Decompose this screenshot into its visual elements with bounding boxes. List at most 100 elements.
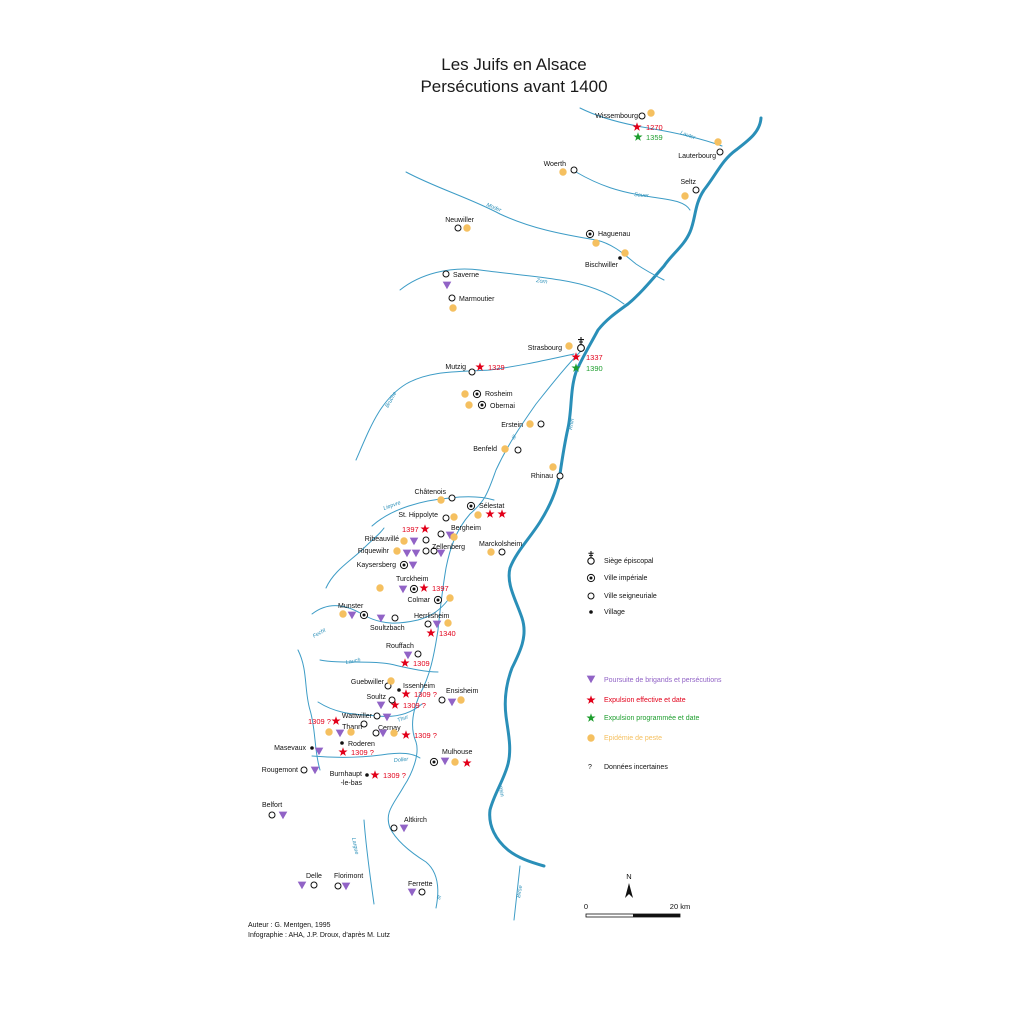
expulsion-symbol-burnhaupt [370,770,380,779]
legend-seigneuriale: Ville seigneuriale [587,592,657,600]
city-label-neuwiller: Neuwiller [445,217,474,224]
city-label-mutzig: Mutzig [445,364,466,371]
city-marker-soultz [388,696,396,704]
city-marker-altkirch [390,824,398,832]
city-marker-saverne [442,270,450,278]
city-marker-ensisheim [438,696,446,704]
city-label-masevaux: Masevaux [274,745,306,752]
city-marker-mulhouse [429,757,439,767]
credits: Auteur : G. Mentgen, 1995 Infographie : … [248,922,391,939]
city-marker-issenheim [397,688,401,692]
plague-symbol-thann [347,728,355,736]
river-moder [405,171,665,281]
plague-symbol-herrlisheim [444,619,452,627]
pogrom-symbol-rougemont [310,766,320,775]
plague-symbol-colmar [446,594,454,602]
legend-label-episcopal: Siège épiscopal [604,558,654,565]
plague-symbol-bergheim [450,533,458,541]
planned-expulsion-symbol-wissembourg [633,132,643,141]
date-label-wissembourg-expulsion: 1270 [646,123,663,132]
city-label-saverne: Saverne [453,272,479,279]
city-label-rosheim: Rosheim [485,391,513,398]
legend-label-imperiale: Ville impériale [604,575,648,582]
pogrom-symbol-zellenberg [436,549,446,558]
city-marker-munster [359,610,369,620]
date-label-roderen: 1309 ? [351,748,374,757]
legend-label-plague: Epidémie de peste [604,735,662,742]
city-marker-rouffach [414,650,422,658]
date-label-soultz: 1309 ? [403,701,426,710]
city-label-soultz: Soultz [367,694,387,701]
river-label-fecht: Fecht [312,627,327,639]
city-label-erstein: Erstein [501,422,523,429]
city-marker-marmoutier [448,294,456,302]
city-marker-burnhaupt [365,773,369,777]
city-label-cernay: Cernay [378,725,401,732]
city-labels: Wissembourg Lauterbourg Woerth Seltz Neu… [262,113,716,888]
river-label-rhin-south: Rhin [496,785,505,797]
city-label-wissembourg: Wissembourg [595,113,638,120]
city-label-thann: Thann [342,724,362,731]
plague-symbol-selestat [474,511,482,519]
river-sauer [575,171,691,211]
expulsion-symbol-mutzig [475,362,485,371]
city-marker-colmar [433,595,443,605]
river-fecht [311,599,449,624]
date-label-strasbourg-expulsion: 1337 [586,353,603,362]
map-title: Les Juifs en Alsace Persécutions avant 1… [420,55,607,96]
city-label-bergheim: Bergheim [451,525,481,532]
pogrom-symbol-delle [297,881,307,890]
river-label-lauter: Lauter [679,130,697,141]
city-label-le-bas: -le-bas [341,780,363,787]
legend-village: Village [589,609,625,616]
pogrom-symbol-riquewihr-1 [402,549,412,558]
city-label-rougemont: Rougemont [262,767,298,774]
expulsion-symbol-bergheim [420,524,430,533]
city-markers [268,112,724,896]
city-marker-selestat [466,501,476,511]
plague-symbol-benfeld [501,445,509,453]
river-vosges-south [297,649,321,771]
plague-symbol-erstein [526,420,534,428]
plague-symbol-bischwiller [621,249,629,257]
river-label-birse: Birse [516,885,524,898]
plague-symbol-marckolsheim [487,548,495,556]
city-marker-rosheim [472,389,482,399]
plague-symbol-ribeauville [400,537,408,545]
expulsion-symbol-roderen [338,747,348,756]
city-label-munster: Munster [338,603,364,610]
city-label-obernai: Obernai [490,403,515,410]
legend-episcopal: Siège épiscopal [587,551,654,565]
river-bruche [355,353,575,461]
river-ill [387,349,583,909]
city-marker-masevaux [310,746,314,750]
city-marker-thann [360,720,368,728]
pogrom-symbol-soultz [376,701,386,710]
city-marker-kaysersberg [399,560,409,570]
city-label-guebwiller: Guebwiller [351,679,385,686]
expulsion-symbol-mulhouse [462,758,472,767]
legend-pogrom-icon [586,675,596,684]
credit-infographie: Infographie : AHA, J.P. Droux, d'après M… [248,932,391,939]
river-network [297,107,763,921]
date-label-rouffach: 1309 [413,659,430,668]
city-label-selestat: Sélestat [479,503,504,510]
legend-uncertain: ? Données incertaines [588,764,668,771]
city-marker-obernai [477,400,487,410]
city-label-riquewihr: Riquewihr [358,548,390,555]
city-label-burnhaupt: Burnhaupt [330,771,362,778]
river-doller [311,752,421,759]
river-label-sauer: Sauer [634,192,650,199]
pogrom-symbol-ribeauville [409,537,419,546]
legend-planned: Expulsion programmée et date [586,713,699,722]
city-marker-st-hippolyte [442,514,450,522]
plague-symbol-wissembourg [647,109,655,117]
north-arrow-icon [625,883,633,898]
river-label-lauch: Lauch [345,657,361,666]
city-marker-zellenberg [430,547,438,555]
date-label-herrlisheim: 1340 [439,629,456,638]
river-lauter [579,107,723,147]
plague-symbol-cernay [390,729,398,737]
city-label-florimont: Florimont [334,873,363,880]
north-label: N [626,872,631,881]
